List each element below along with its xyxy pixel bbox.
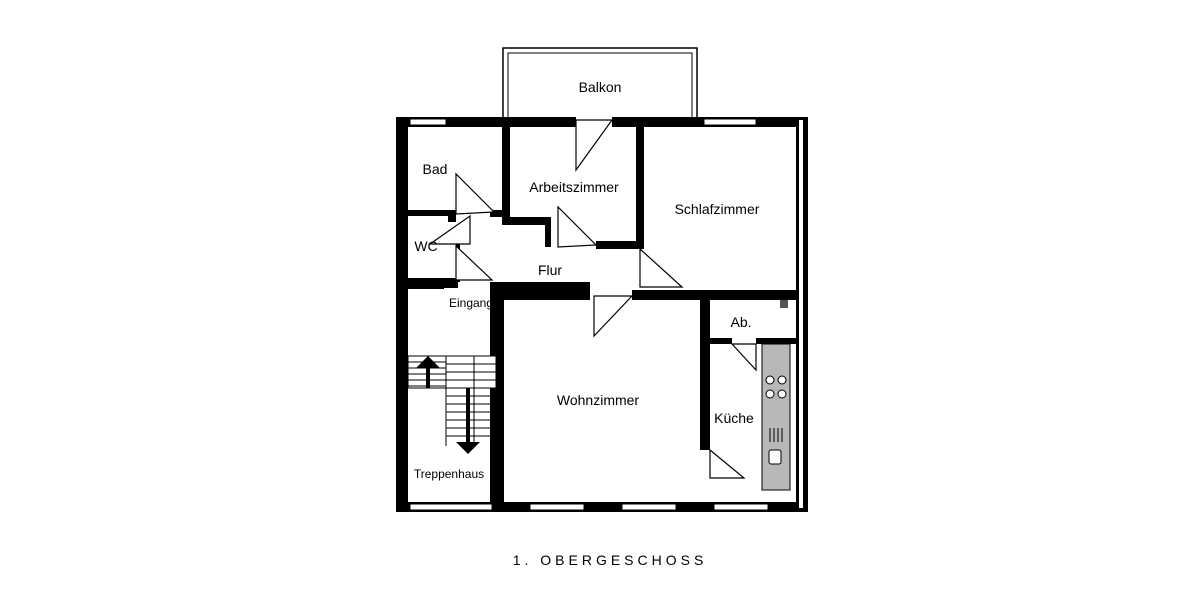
room-label-wohnzimmer: Wohnzimmer	[557, 392, 640, 408]
door-wohnzimmer	[593, 295, 634, 338]
room-label-balkon: Balkon	[579, 79, 622, 95]
windows	[409, 118, 769, 511]
kitchen-counter	[761, 343, 791, 491]
floor-caption: 1. OBERGESCHOSS	[513, 552, 708, 568]
room-label-arbeitszimmer: Arbeitszimmer	[529, 179, 619, 195]
stair-arrow-up-icon	[416, 356, 440, 388]
room-label-treppenhaus: Treppenhaus	[414, 467, 484, 481]
window-treppenhaus	[409, 503, 493, 511]
room-label-wc: WC	[414, 238, 437, 254]
room-label-flur: Flur	[538, 262, 562, 278]
sink-icon	[768, 428, 783, 465]
interior-walls	[408, 127, 796, 504]
door-abstellraum	[730, 343, 757, 372]
room-label-schlafzimmer: Schlafzimmer	[675, 201, 760, 217]
window-bad	[409, 118, 447, 126]
door-schlafzimmer	[639, 247, 684, 288]
stair-arrow-down-icon	[456, 388, 480, 454]
door-eingang	[455, 244, 494, 281]
stove-icon	[765, 375, 787, 399]
doors	[428, 119, 757, 479]
shaft-marker	[780, 300, 788, 308]
staircase	[407, 355, 497, 446]
room-label-kueche: Küche	[714, 410, 754, 426]
window-wohnzimmer-1	[529, 503, 585, 511]
outer-wall-inner-line	[799, 120, 803, 508]
window-schlafzimmer	[703, 118, 757, 126]
room-label-abstellraum: Ab.	[730, 314, 751, 330]
door-balkon	[575, 119, 614, 172]
door-arbeitszimmer	[557, 205, 598, 248]
window-kueche	[713, 503, 769, 511]
door-bad	[455, 172, 496, 215]
door-kueche	[709, 448, 746, 479]
room-label-eingang: Eingang	[449, 296, 493, 310]
window-wohnzimmer-2	[621, 503, 677, 511]
door-wc	[428, 214, 471, 245]
room-label-bad: Bad	[423, 161, 448, 177]
